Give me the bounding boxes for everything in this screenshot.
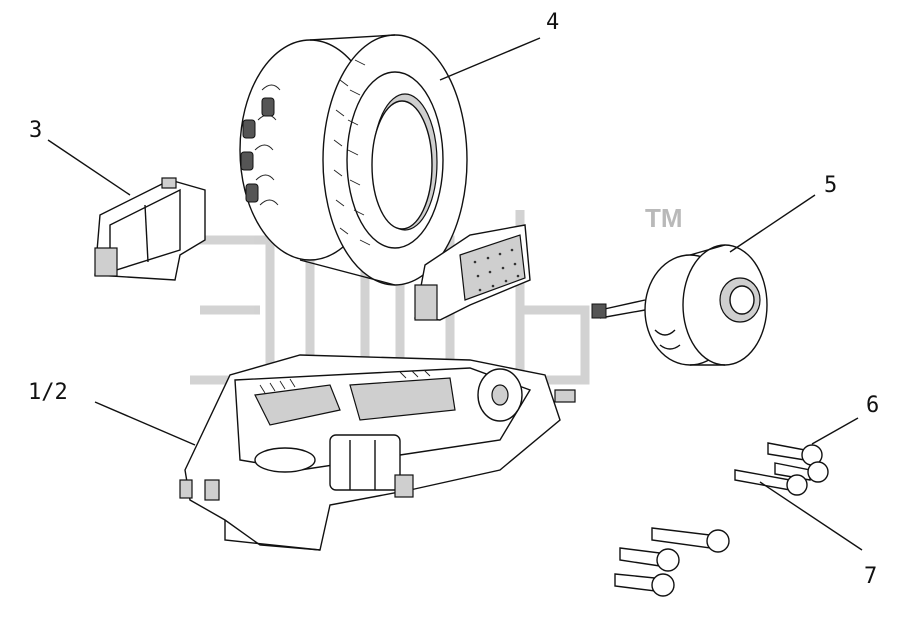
brake-pad-left <box>94 177 206 281</box>
brake-pad-center <box>414 224 531 321</box>
callout-4: 4 <box>546 10 560 35</box>
brake-caliper <box>179 354 576 551</box>
callout-7: 7 <box>864 564 878 589</box>
bolt-group-lower <box>614 527 730 597</box>
brake-chamber <box>591 244 768 366</box>
callout-1-2: 1/2 <box>28 380 68 405</box>
brake-disc <box>239 34 468 286</box>
bolt-group-right <box>734 442 829 496</box>
callout-5: 5 <box>824 173 838 198</box>
trademark-symbol: TM <box>645 203 683 233</box>
callout-6: 6 <box>866 393 880 418</box>
callout-3: 3 <box>29 118 43 143</box>
